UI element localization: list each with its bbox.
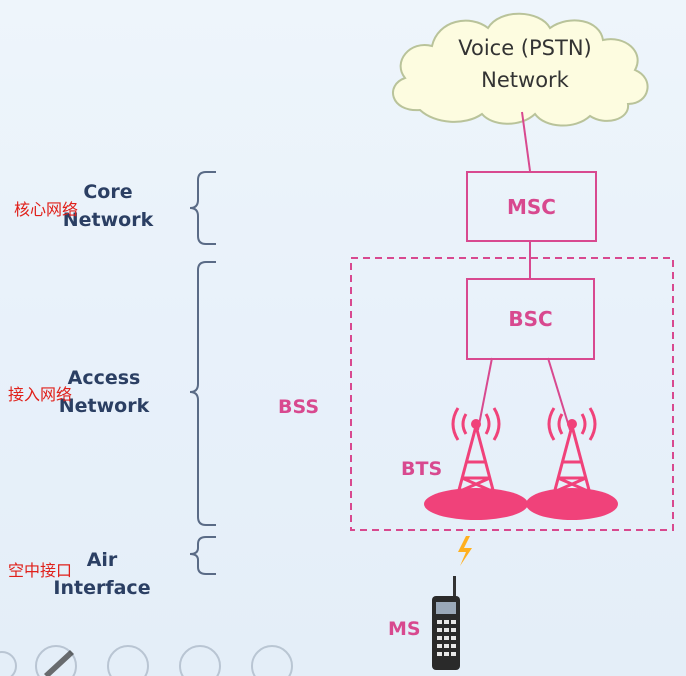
toolbar-button-pen — [35, 645, 77, 676]
core-network-cn-label: 核心网络 — [14, 200, 79, 219]
bottom-toolbar — [0, 645, 293, 676]
bts-tower-1 — [424, 407, 528, 520]
mobile-phone-icon — [432, 576, 460, 670]
access-network-line1: Access — [67, 367, 141, 389]
air-interface-label: Air Interface — [42, 546, 162, 602]
link-cloud-msc — [521, 111, 531, 172]
access-network-brace — [189, 261, 216, 526]
bss-label: BSS — [278, 396, 319, 418]
toolbar-button-5 — [251, 645, 293, 676]
toolbar-button-1 — [0, 651, 17, 676]
air-interface-line2: Interface — [53, 577, 151, 599]
bss-boundary — [350, 257, 674, 531]
bsc-label: BSC — [508, 307, 553, 331]
cloud-label-line2: Network — [481, 68, 569, 92]
cloud-label: Voice (PSTN) Network — [420, 32, 630, 96]
access-network-line2: Network — [58, 395, 150, 417]
access-network-label: Access Network — [44, 364, 164, 420]
toolbar-button-3 — [107, 645, 149, 676]
air-interface-brace — [189, 536, 216, 575]
cloud-shape — [392, 12, 649, 127]
core-network-brace — [189, 171, 216, 245]
core-network-line2: Network — [62, 209, 154, 231]
bts-label: BTS — [401, 458, 443, 480]
access-network-cn-label: 接入网络 — [8, 385, 73, 404]
core-network-line1: Core — [83, 181, 133, 203]
air-interface-line1: Air — [86, 549, 118, 571]
link-bsc-bts1 — [477, 357, 493, 431]
ms-label: MS — [388, 618, 421, 640]
air-interface-cn-label: 空中接口 — [8, 561, 73, 580]
link-bsc-bts2 — [547, 357, 571, 431]
msc-label: MSC — [507, 194, 556, 219]
toolbar-button-4 — [179, 645, 221, 676]
bts-tower-2 — [526, 407, 618, 520]
pen-icon — [44, 650, 74, 676]
lightning-icon — [458, 536, 472, 566]
msc-box: MSC — [466, 171, 597, 242]
bsc-box: BSC — [466, 278, 595, 360]
cloud-label-line1: Voice (PSTN) — [458, 36, 592, 60]
core-network-label: Core Network — [48, 178, 168, 234]
